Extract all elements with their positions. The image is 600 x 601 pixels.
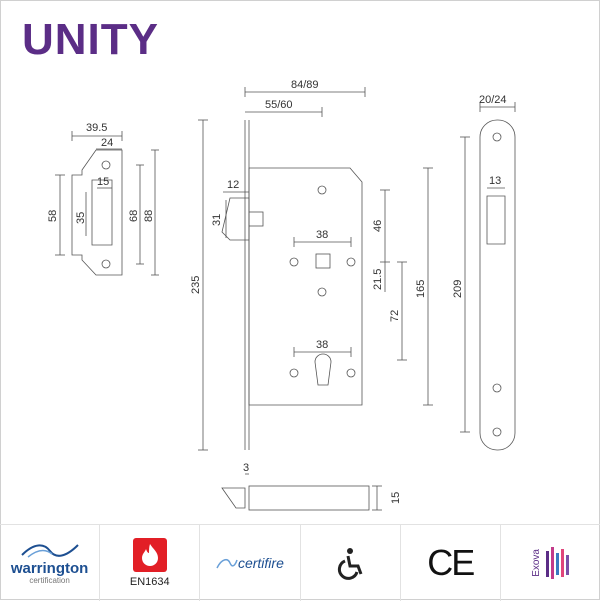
spindle-square [315,253,331,269]
strike-plate-recess [91,179,113,246]
exova-bars-icon [545,547,569,579]
certifire-text: certifire [237,555,284,571]
warrington-wave-icon [20,544,79,558]
dim-strike-hole-centers: 68 [128,210,140,222]
dim-latch-projection: 12 [227,179,239,191]
accessibility-logo [301,525,401,601]
brand-logo: UNITY [22,15,159,64]
exova-text: Exova [530,549,542,577]
strike-screw-bottom [101,259,111,269]
spindle-left-hole [289,257,299,267]
dim-forend-height: 209 [452,280,464,298]
dim-strike-plate-height: 88 [143,210,155,222]
dim-strike-latch-height: 35 [75,212,87,224]
dim-strike-width: 39.5 [86,122,107,134]
dim-strike-latch: 15 [97,176,109,188]
dim-forend-length: 235 [190,276,202,294]
case-screw-top [317,185,327,195]
latch-box [248,211,264,227]
forend-latch-slot [486,195,506,245]
dim-spindle-offset: 21.5 [372,269,384,290]
dim-case-height: 165 [415,280,427,298]
cylinder-right-hole [346,368,356,378]
warrington-sub: certification [29,576,70,585]
lock-case-outline [248,167,363,406]
certifire-wave-icon [216,559,238,569]
cylinder-keyhole [314,353,332,386]
forend-screw-top [492,132,502,142]
dim-forend-latch-width: 13 [489,175,501,187]
spindle-right-hole [346,257,356,267]
ce-mark: CE [427,542,475,583]
wheelchair-icon [338,548,363,580]
strike-screw-top [101,160,111,170]
fire-logo: EN1634 [100,525,201,601]
dim-backset: 55/60 [265,99,293,111]
lock-technical-drawing: 39.5 24 15 58 35 68 88 84/89 55/60 12 31… [47,79,516,511]
ce-logo: CE [401,525,501,601]
dim-spindle-to-cylinder: 72 [389,310,401,322]
dim-forend-width: 20/24 [479,94,507,106]
dim-strike-inner: 24 [101,137,113,149]
dim-bolt-thickness: 15 [390,492,402,504]
flame-icon [141,544,158,566]
certifire-logo: certifire [200,525,301,601]
exova-logo: Exova [501,525,600,601]
forend-screw-mid [492,383,502,393]
dim-spindle-centers: 38 [316,229,328,241]
dim-upper-offset: 46 [372,220,384,232]
forend-plate [479,119,516,451]
warrington-text: warrington [10,560,89,577]
case-screw-mid [317,287,327,297]
dim-latch-height: 31 [211,214,223,226]
forend-screw-bottom [492,427,502,437]
certification-bar: warrington certification EN1634 certifir… [0,524,600,601]
dim-forend-thickness: 3 [243,462,249,474]
strike-plate-outline [71,149,123,276]
side-view-body [248,485,370,511]
dim-strike-height: 58 [47,210,59,222]
fire-rating-label: EN1634 [129,576,170,588]
dim-overall-depth: 84/89 [291,79,319,91]
cylinder-left-hole [289,368,299,378]
dim-cylinder-centers: 38 [316,339,328,351]
latch-bolt [221,197,250,241]
warrington-logo: warrington certification [0,525,101,601]
side-view-bolt [221,487,246,509]
